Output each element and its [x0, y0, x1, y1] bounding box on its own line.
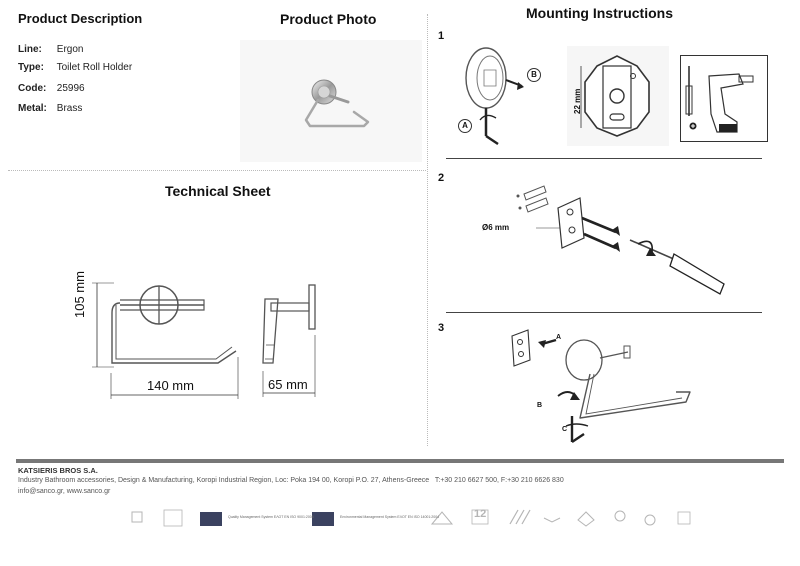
spec-type: Type: Toilet Roll Holder	[18, 62, 132, 73]
step3-label-c: C	[562, 426, 568, 433]
company-address: Industry Bathroom accessories, Design & …	[18, 477, 564, 484]
step1-bracket-illustration	[452, 40, 552, 152]
step2-illustration	[480, 178, 740, 304]
screwdriver-drill-icon	[685, 66, 754, 133]
step-divider	[446, 312, 762, 313]
dim-height-label: 105 mm	[72, 271, 87, 318]
certification-logos-icon	[131, 509, 691, 527]
spec-value: Ergon	[56, 44, 84, 55]
footer-divider	[16, 459, 784, 463]
holder-assembly-icon	[511, 329, 691, 443]
product-photo-title: Product Photo	[280, 11, 377, 27]
dim-depth-label: 65 mm	[268, 377, 308, 392]
company-contact: info@sanco.gr, www.sanco.gr	[18, 488, 111, 495]
cert-iso9001: Quality Management System ΕΛΟΤ EN ISO 90…	[228, 515, 314, 519]
spec-label: Metal:	[18, 103, 47, 114]
dim-width-label: 140 mm	[147, 378, 194, 393]
technical-drawing	[60, 265, 360, 415]
drill-diameter-label: Ø6 mm	[482, 223, 510, 232]
spec-label: Line:	[18, 44, 42, 55]
step-divider	[446, 158, 762, 159]
spec-label: Code:	[18, 83, 47, 94]
step-number: 3	[438, 322, 445, 334]
address-text: Industry Bathroom accessories, Design & …	[18, 477, 430, 484]
spec-value: 25996	[56, 83, 85, 94]
technical-drawing-icon	[92, 282, 316, 399]
spec-value: Toilet Roll Holder	[56, 62, 133, 73]
company-name: KATSIERIS BROS S.A.	[18, 466, 98, 475]
step3-label-a: A	[556, 334, 562, 341]
step3-label-b: B	[537, 402, 543, 409]
product-photo	[240, 40, 422, 162]
label-b-badge: B	[527, 68, 541, 82]
mounting-plate-icon	[580, 55, 650, 137]
spec-metal: Metal: Brass	[18, 103, 82, 114]
phone-text: T:+30 210 6627 500, F:+30 210 6626 830	[434, 477, 564, 484]
cert-iso14001: Environmental Management System ΕΛΟΤ EN …	[340, 515, 440, 519]
toilet-roll-holder-photo-icon	[304, 79, 370, 128]
step1-plate-illustration	[567, 46, 669, 146]
wall-bracket-icon	[465, 47, 524, 146]
spec-code: Code: 25996	[18, 83, 85, 94]
mounting-instructions-title: Mounting Instructions	[526, 5, 673, 21]
years-badge: 12	[474, 508, 487, 520]
spec-label: Type:	[18, 62, 44, 73]
wall-plugs-screws-icon	[516, 185, 725, 295]
spec-value: Brass	[56, 103, 83, 114]
spec-line: Line: Ergon	[18, 44, 83, 55]
step3-illustration	[500, 322, 750, 446]
technical-sheet-title: Technical Sheet	[165, 183, 271, 199]
step-number: 1	[438, 30, 445, 42]
step1-tools-illustration	[680, 55, 768, 142]
cert-logos-row	[120, 506, 700, 532]
label-a-badge: A	[458, 119, 472, 133]
step-number: 2	[438, 172, 445, 184]
product-description-title: Product Description	[18, 11, 143, 26]
plate-dim-label: 22 mm	[573, 88, 582, 114]
